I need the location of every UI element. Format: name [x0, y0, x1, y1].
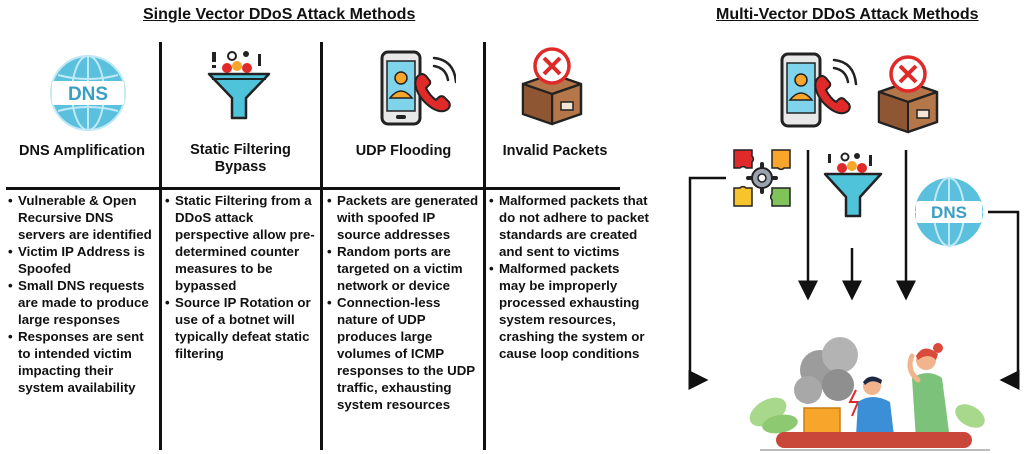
damaged-box-icon — [521, 47, 583, 126]
udp-flooding-bullets: Packets are generated with spoofed IP so… — [327, 192, 479, 413]
phone-call-icon — [780, 52, 858, 128]
list-item: Malformed packets may be improperly proc… — [489, 260, 649, 362]
connector-arrow — [688, 176, 726, 390]
column-divider — [320, 42, 323, 450]
static-filtering-bullets: Static Filtering from a DDoS attack pers… — [165, 192, 317, 362]
filter-funnel-icon — [823, 152, 883, 218]
dns-label: DNS — [68, 84, 108, 105]
column-heading-invalid-packets: Invalid Packets — [502, 143, 608, 159]
connector-arrow — [988, 210, 1020, 390]
dns-globe-icon: DNS — [915, 177, 983, 247]
list-item: Victim IP Address is Spoofed — [8, 243, 156, 277]
column-divider — [159, 42, 162, 450]
list-item: Vulnerable & Open Recursive DNS servers … — [8, 192, 156, 243]
dns-amplification-bullets: Vulnerable & Open Recursive DNS servers … — [8, 192, 156, 396]
puzzle-gear-icon — [733, 149, 791, 207]
damaged-box-icon — [877, 55, 939, 134]
column-heading-udp-flooding: UDP Flooding — [355, 143, 452, 159]
column-heading-static-filtering-bypass: Static Filtering Bypass — [190, 142, 291, 175]
dns-label: DNS — [931, 203, 967, 222]
list-item: Connection-less nature of UDP produces l… — [327, 294, 479, 413]
list-item: Source IP Rotation or use of a botnet wi… — [165, 294, 317, 362]
column-divider — [483, 42, 486, 450]
list-item: Static Filtering from a DDoS attack pers… — [165, 192, 317, 294]
list-item: Random ports are targeted on a victim ne… — [327, 243, 479, 294]
list-item: Packets are generated with spoofed IP so… — [327, 192, 479, 243]
header-divider — [6, 187, 620, 190]
list-item: Small DNS requests are made to produce l… — [8, 277, 156, 328]
multi-vector-diagram: DNS — [688, 52, 1020, 451]
dns-globe-icon: DNS — [50, 55, 126, 131]
single-vector-title: Single Vector DDoS Attack Methods — [143, 6, 416, 23]
column-heading-dns-amplification: DNS Amplification — [19, 143, 145, 159]
multi-vector-title: Multi-Vector DDoS Attack Methods — [716, 6, 979, 23]
filter-funnel-icon — [207, 51, 271, 120]
list-item: Malformed packets that do not adhere to … — [489, 192, 649, 260]
stressed-users-illustration — [749, 337, 990, 451]
invalid-packets-bullets: Malformed packets that do not adhere to … — [489, 192, 649, 362]
list-item: Responses are sent to intended victim im… — [8, 328, 156, 396]
phone-call-icon — [380, 50, 456, 126]
